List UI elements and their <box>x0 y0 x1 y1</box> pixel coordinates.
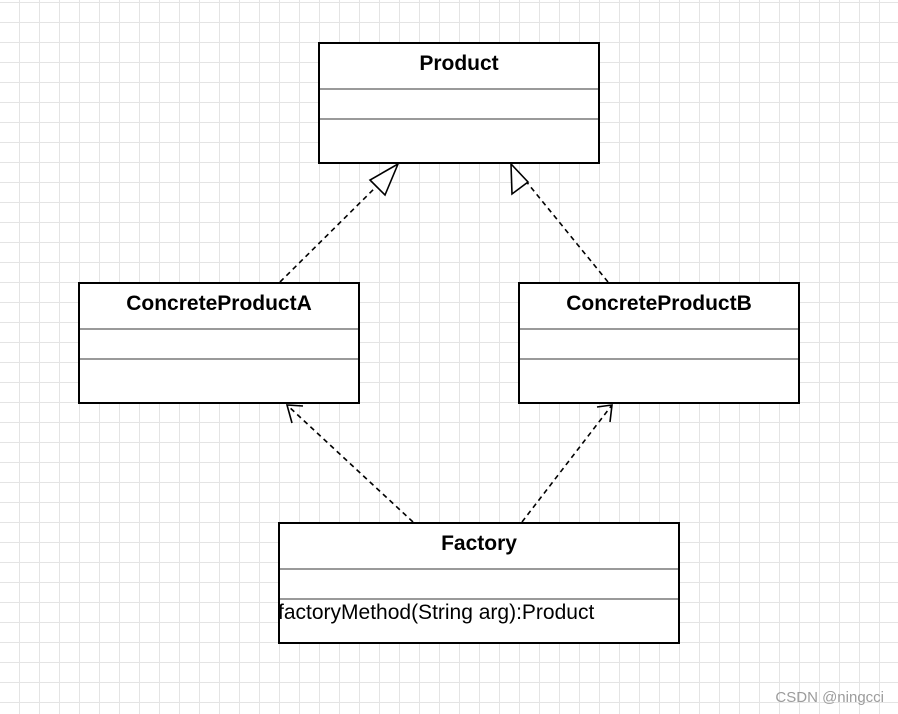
operation-factory-method: factoryMethod(String arg):Product <box>278 601 595 624</box>
realization-line-a-to-product <box>279 178 385 283</box>
class-concrete-product-a[interactable]: ConcreteProductA <box>78 282 360 404</box>
dependency-line-factory-to-b <box>521 404 613 523</box>
class-name-concrete-product-a: ConcreteProductA <box>80 284 358 330</box>
class-name-factory: Factory <box>280 524 678 570</box>
realization-arrowhead-b <box>510 161 530 196</box>
dependency-arrowhead-b <box>596 404 613 423</box>
class-factory[interactable]: Factory factoryMethod(String arg):Produc… <box>278 522 680 644</box>
dependency-line-factory-to-a <box>286 404 414 523</box>
attributes-section-factory <box>280 570 678 600</box>
dependency-arrowhead-a <box>285 404 304 424</box>
attributes-section-concrete-product-a <box>80 330 358 360</box>
class-product[interactable]: Product <box>318 42 600 164</box>
attributes-section-product <box>320 90 598 120</box>
realization-line-b-to-product <box>524 179 609 283</box>
watermark: CSDN @ningcci <box>775 689 884 706</box>
class-name-concrete-product-b: ConcreteProductB <box>520 284 798 330</box>
attributes-section-concrete-product-b <box>520 330 798 360</box>
class-name-product: Product <box>320 44 598 90</box>
class-concrete-product-b[interactable]: ConcreteProductB <box>518 282 800 404</box>
realization-arrowhead-a <box>368 162 400 197</box>
